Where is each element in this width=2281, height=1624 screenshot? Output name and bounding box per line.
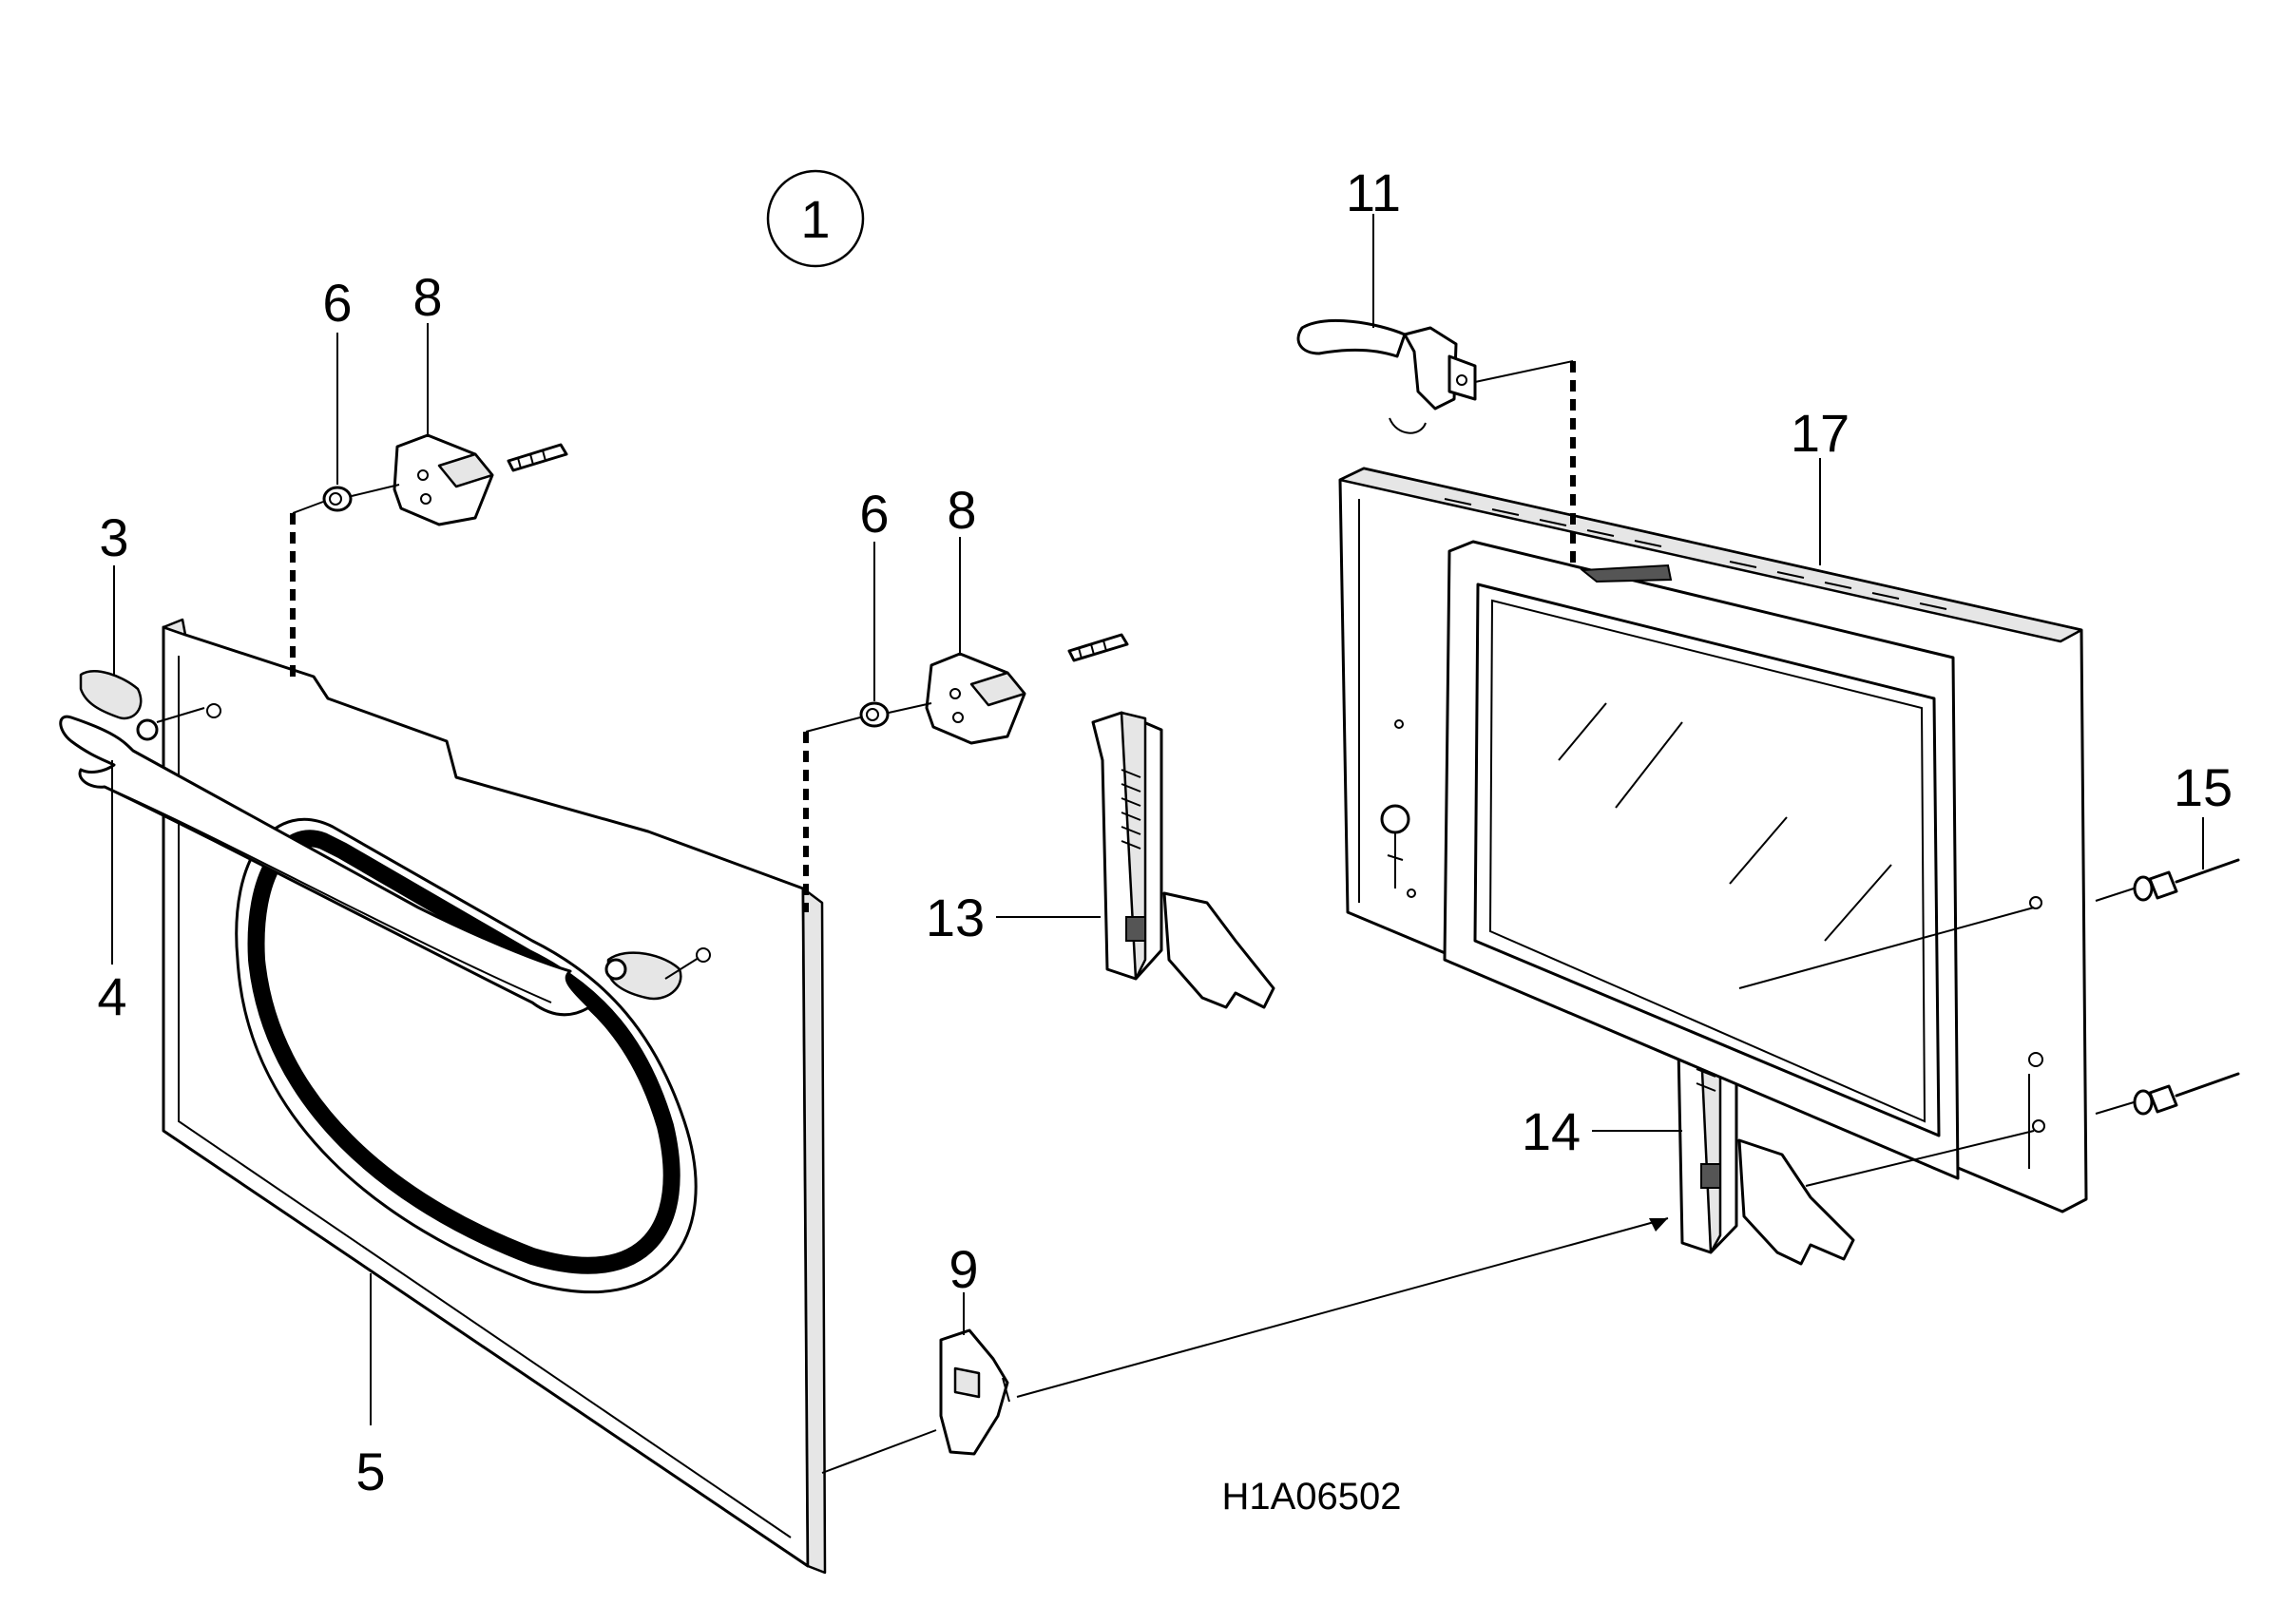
leader-lines bbox=[111, 214, 2204, 1425]
door-clip bbox=[939, 1328, 1010, 1456]
callout-8-right: 8 bbox=[947, 480, 976, 540]
callout-8-left: 8 bbox=[412, 267, 442, 327]
callout-6-left: 6 bbox=[322, 273, 352, 333]
group-label-circle: 1 bbox=[766, 169, 865, 268]
hinge-13 bbox=[1091, 711, 1275, 1009]
handle-end-cap-right bbox=[604, 951, 700, 1001]
bush-right bbox=[859, 701, 890, 728]
reference-lines bbox=[821, 907, 2035, 1474]
door-handle bbox=[59, 715, 591, 1017]
rivet-lower bbox=[2095, 1072, 2240, 1116]
group-label-text: 1 bbox=[800, 189, 830, 249]
inner-door-frame bbox=[1338, 467, 2088, 1213]
outer-door-panel bbox=[162, 618, 827, 1575]
hinge-bracket-left bbox=[351, 433, 568, 526]
callout-4: 4 bbox=[97, 966, 126, 1026]
callout-3: 3 bbox=[99, 507, 128, 567]
rivet-upper bbox=[2095, 858, 2240, 902]
bush-left bbox=[322, 486, 353, 512]
drawing-code: H1A06502 bbox=[1221, 1476, 1401, 1518]
callout-14: 14 bbox=[1522, 1101, 1581, 1161]
handle-end-cap-left bbox=[79, 670, 205, 741]
callout-5: 5 bbox=[355, 1442, 385, 1501]
callout-15: 15 bbox=[2174, 757, 2233, 817]
callout-11: 11 bbox=[1346, 162, 1401, 222]
hinge-bracket-right bbox=[888, 633, 1129, 745]
callout-6-right: 6 bbox=[859, 484, 889, 544]
door-catch bbox=[1296, 318, 1574, 434]
callout-13: 13 bbox=[926, 888, 985, 947]
callout-17: 17 bbox=[1791, 403, 1850, 463]
catch-slot-marker bbox=[1580, 564, 1673, 583]
callout-9: 9 bbox=[949, 1239, 978, 1299]
